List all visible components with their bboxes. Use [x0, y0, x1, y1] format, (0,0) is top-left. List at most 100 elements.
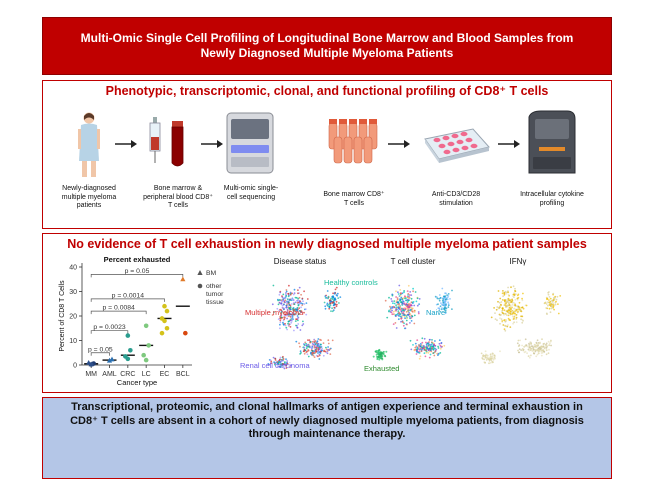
umap-cell-dot: [510, 286, 512, 289]
umap-cell-dot: [437, 303, 439, 306]
umap-cell-dot: [394, 314, 397, 317]
step-label-stimulation: Anti-CD3/CD28 stimulation: [431, 191, 481, 207]
umap-cell-dot: [280, 316, 283, 319]
umap-cell-dot: [401, 320, 404, 323]
umap-cell-dot: [539, 342, 541, 345]
umap-cell-dot: [502, 324, 505, 326]
umap-cell-dot: [290, 313, 293, 316]
umap-cell-dot: [286, 300, 288, 303]
umap-cell-dot: [306, 298, 309, 300]
umap-cell-dot: [285, 306, 288, 309]
umap-cell-dot: [315, 346, 318, 349]
umap-cell-dot: [396, 297, 399, 299]
umap-cell-dot: [500, 303, 502, 306]
umap-cell-dot: [421, 341, 424, 344]
umap-cell-dot: [285, 290, 288, 293]
umap-cell-dot: [284, 322, 286, 325]
umap-cell-dot: [385, 350, 388, 353]
umap-cell-dot: [534, 349, 537, 352]
umap-cell-dot: [400, 320, 402, 323]
umap-cell-dot: [388, 310, 390, 313]
umap-cell-dot: [335, 294, 338, 296]
umap-panels: Disease status T cell cluster IFNγ Multi…: [240, 257, 562, 373]
umap-cell-dot: [408, 297, 411, 299]
umap-cell-dot: [438, 299, 441, 302]
umap-cell-dot: [397, 310, 400, 312]
umap-cell-dot: [514, 298, 517, 301]
umap-cell-dot: [548, 307, 551, 310]
umap-cell-dot: [282, 321, 284, 324]
umap-cell-dot: [507, 291, 510, 294]
umap-cell-dot: [300, 309, 303, 312]
umap-cell-dot: [326, 352, 329, 355]
umap-label-naive: Naive: [426, 308, 445, 317]
umap-cell-dot: [434, 340, 436, 342]
umap-cell-dot: [281, 364, 283, 367]
umap-cell-dot: [404, 317, 406, 320]
umap-cell-dot: [384, 355, 387, 358]
umap-cell-dot: [287, 315, 290, 317]
umap-cell-dot: [436, 352, 438, 355]
umap-cell-dot: [296, 315, 299, 317]
umap-title-cluster: T cell cluster: [391, 257, 436, 266]
umap-cell-dot: [428, 356, 431, 359]
umap-cell-dot: [422, 344, 425, 347]
umap-cell-dot: [522, 292, 524, 295]
umap-cell-dot: [434, 295, 437, 298]
umap-cell-dot: [291, 316, 294, 318]
umap-cell-dot: [332, 309, 335, 311]
umap-cell-dot: [391, 306, 394, 308]
umap-cell-dot: [525, 304, 528, 307]
umap-cell-dot: [287, 301, 290, 304]
data-point: [143, 323, 149, 329]
umap-cell-dot: [413, 349, 416, 352]
umap-cell-dot: [327, 297, 329, 300]
umap-cell-dot: [501, 320, 504, 322]
umap-cell-dot: [330, 310, 332, 312]
umap-cell-dot: [376, 358, 379, 361]
umap-cell-dot: [517, 339, 520, 342]
umap-cell-dot: [279, 319, 282, 322]
umap-cell-dot: [409, 317, 411, 320]
umap-cell-dot: [506, 305, 508, 308]
umap-cell-dot: [293, 313, 296, 316]
umap-cell-dot: [541, 351, 544, 354]
umap-cell-dot: [339, 296, 342, 298]
umap-cell-dot: [437, 307, 440, 309]
umap-cell-dot: [518, 348, 521, 350]
umap-cell-dot: [442, 298, 444, 300]
umap-cell-dot: [501, 292, 504, 295]
umap-cell-dot: [386, 316, 389, 319]
umap-cell-dot: [392, 305, 395, 308]
data-point: [162, 303, 167, 309]
umap-cell-dot: [397, 307, 400, 310]
umap-cell-dot: [545, 346, 548, 349]
cytometer-icon: [528, 110, 576, 174]
umap-cell-dot: [547, 304, 549, 307]
umap-cell-dot: [489, 353, 492, 356]
umap-cell-dot: [378, 352, 381, 354]
umap-cell-dot: [496, 306, 499, 308]
umap-cell-dot: [439, 344, 442, 347]
umap-cell-dot: [443, 344, 446, 347]
umap-cell-dot: [555, 298, 558, 301]
umap-cell-dot: [317, 350, 319, 353]
umap-cell-dot: [504, 329, 507, 332]
umap-cell-dot: [440, 302, 442, 304]
umap-cell-dot: [305, 313, 308, 316]
umap-cell-dot: [411, 315, 414, 318]
umap-cell-dot: [500, 318, 503, 320]
umap-cell-dot: [401, 292, 404, 295]
umap-cell-dot: [395, 290, 397, 293]
umap-cell-dot: [509, 310, 512, 313]
umap-cell-dot: [291, 297, 294, 300]
umap-cell-dot: [327, 339, 330, 342]
umap-cell-dot: [511, 303, 514, 306]
umap-cell-dot: [512, 316, 515, 319]
umap-cell-dot: [331, 310, 334, 313]
umap-cell-dot: [398, 284, 401, 287]
y-tick-label: 20: [69, 314, 77, 321]
umap-cell-dot: [419, 348, 422, 351]
umap-cell-dot: [289, 366, 291, 368]
